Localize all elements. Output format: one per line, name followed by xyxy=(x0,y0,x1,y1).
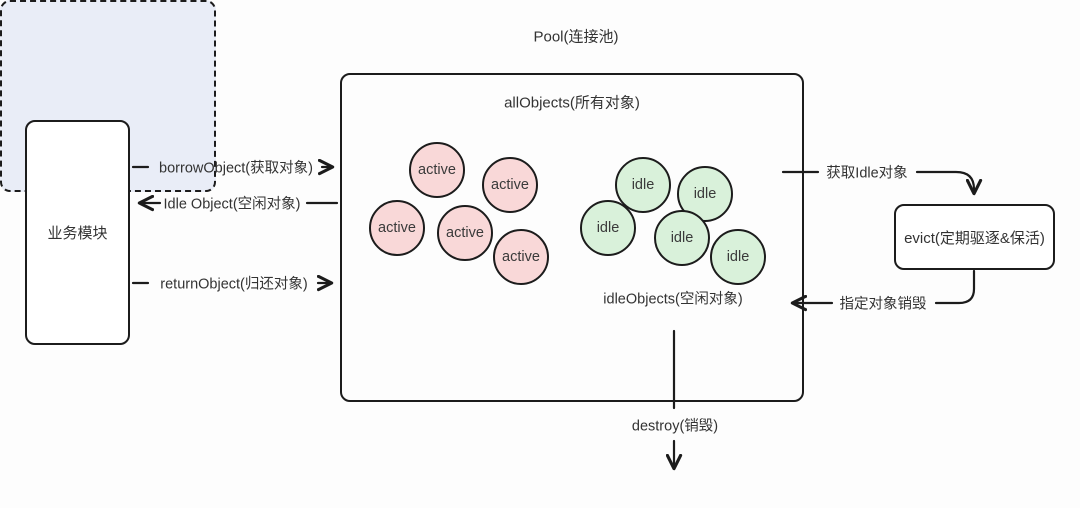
evict-label: evict(定期驱逐&保活) xyxy=(904,229,1045,247)
idle-object-label: idle xyxy=(670,230,694,246)
business-module-label: 业务模块 xyxy=(47,225,108,242)
active-object-label: active xyxy=(446,225,484,241)
idle-object-label: idle xyxy=(631,177,655,193)
idle-object-circle: idle xyxy=(615,157,671,213)
destroy-target-arrow-label: 指定对象销毁 xyxy=(839,296,927,313)
idle-object-label: idle xyxy=(693,186,717,202)
active-object-label: active xyxy=(502,249,540,265)
idle-objects-label: idleObjects(空闲对象) xyxy=(603,291,743,308)
idle-object-label: idle xyxy=(726,249,750,265)
return-arrow-label: returnObject(归还对象) xyxy=(160,276,308,293)
active-object-label: active xyxy=(418,162,456,178)
business-module-box: 业务模块 xyxy=(25,120,130,345)
evict-box: evict(定期驱逐&保活) xyxy=(894,204,1055,270)
active-object-circle: active xyxy=(437,205,493,261)
all-objects-label: allObjects(所有对象) xyxy=(504,94,640,112)
pool-box xyxy=(340,73,804,402)
idle-objects-box xyxy=(0,0,216,192)
active-object-circle: active xyxy=(409,142,465,198)
active-object-label: active xyxy=(378,220,416,236)
fetch-idle-arrow-label: 获取Idle对象 xyxy=(826,165,908,182)
idle-object-circle: idle xyxy=(710,229,766,285)
idle-return-arrow-label: Idle Object(空闲对象) xyxy=(163,196,301,213)
idle-object-circle: idle xyxy=(580,200,636,256)
destroy-target-arrow-stub xyxy=(934,269,976,305)
fetch-idle-arrow-head xyxy=(915,170,983,196)
destroy-arrow-label: destroy(销毁) xyxy=(631,418,719,435)
diagram-title: Pool(连接池) xyxy=(533,28,619,46)
active-object-circle: active xyxy=(493,229,549,285)
active-object-circle: active xyxy=(369,200,425,256)
idle-object-circle: idle xyxy=(654,210,710,266)
active-object-circle: active xyxy=(482,157,538,213)
idle-object-label: idle xyxy=(596,220,620,236)
borrow-arrow-label: borrowObject(获取对象) xyxy=(159,160,313,177)
active-object-label: active xyxy=(491,177,529,193)
